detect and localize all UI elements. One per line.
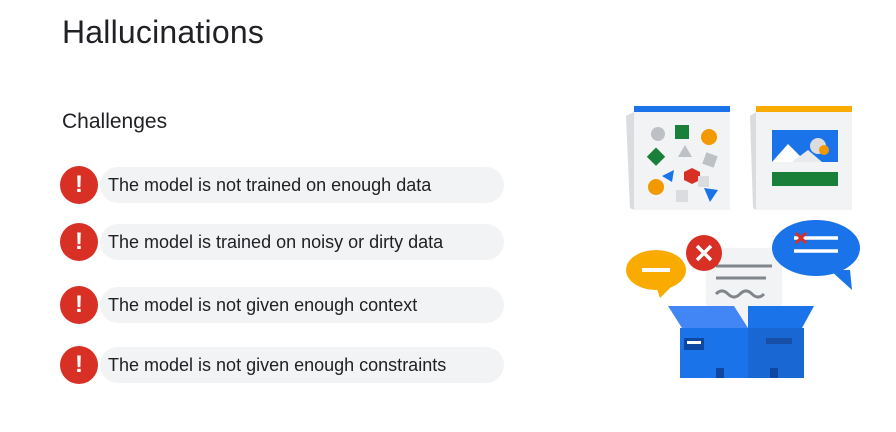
shapes-card-icon (626, 106, 730, 210)
chat-bubble-yellow-icon (626, 250, 686, 298)
challenge-pill (100, 347, 504, 383)
challenge-pill (100, 224, 504, 260)
challenge-item: ! The model is not given enough context (60, 286, 504, 324)
exclamation-icon: ! (60, 223, 98, 261)
exclamation-icon: ! (60, 166, 98, 204)
slide-title: Hallucinations (62, 14, 265, 50)
hallucination-illustration (626, 106, 860, 378)
challenge-text: The model is trained on noisy or dirty d… (108, 232, 444, 252)
challenge-text: The model is not given enough constraint… (108, 355, 447, 375)
challenge-text: The model is not given enough context (108, 295, 418, 315)
challenge-item: ! The model is not trained on enough dat… (60, 166, 504, 204)
chat-bubble-blue-icon (772, 220, 860, 290)
error-x-icon (686, 235, 722, 271)
section-heading: Challenges (62, 110, 168, 133)
image-card-icon (750, 106, 852, 210)
exclamation-icon: ! (60, 346, 98, 384)
open-box-icon (668, 306, 814, 378)
challenge-item: ! The model is not given enough constrai… (60, 346, 504, 384)
challenge-text: The model is not trained on enough data (108, 175, 432, 195)
exclamation-icon: ! (60, 286, 98, 324)
challenge-item: ! The model is trained on noisy or dirty… (60, 223, 504, 261)
challenge-pill (100, 287, 504, 323)
challenge-pill (100, 167, 504, 203)
